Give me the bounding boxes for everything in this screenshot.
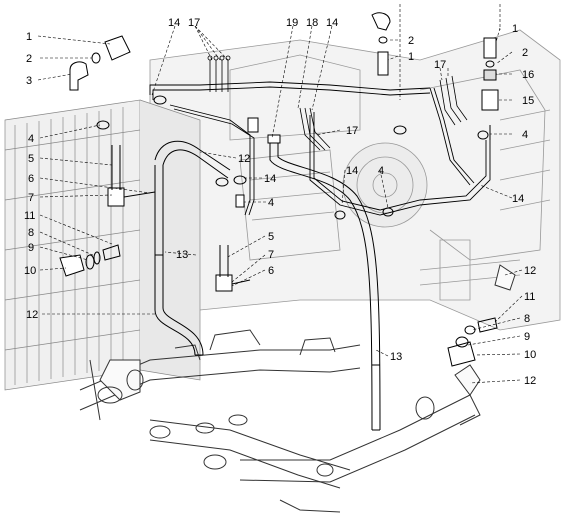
callout-10-right: 10: [524, 349, 536, 361]
callout-14-top: 14: [168, 17, 180, 29]
callout-12-right: 12: [524, 265, 536, 277]
callout-4-left: 4: [28, 133, 34, 145]
callout-12-right-b: 12: [524, 375, 536, 387]
bracket-center: [215, 245, 251, 292]
connector-right: [447, 317, 498, 367]
callout-labels: 1 2 3 14 17 19 18 14 2 1 1 2 16 15 4 4 5…: [24, 17, 536, 387]
callout-17-center: 17: [346, 125, 358, 137]
callout-18-top: 18: [306, 17, 318, 29]
connector-left: [59, 244, 121, 277]
callout-15-top-right: 15: [522, 95, 534, 107]
callout-16-top-right: 16: [522, 69, 534, 81]
tube-clamps: [96, 95, 489, 220]
callout-11-right: 11: [524, 291, 535, 303]
leader-lines: [37, 4, 523, 384]
callout-7-center: 7: [268, 249, 274, 261]
callout-14-top-b: 14: [326, 17, 338, 29]
engine-block: [149, 29, 561, 331]
callout-7-left: 7: [28, 192, 34, 204]
fitting-detail-top-mid: [371, 12, 391, 76]
callout-4-center: 4: [268, 197, 274, 209]
callout-19-top: 19: [286, 17, 298, 29]
callout-14-center: 14: [264, 173, 276, 185]
coolant-pipes: [79, 264, 516, 513]
callout-6-center: 6: [268, 265, 274, 277]
callout-11-left: 11: [24, 210, 35, 222]
hose-13: [154, 140, 231, 356]
callout-1-top-mid: 1: [408, 51, 414, 63]
callout-8-left: 8: [28, 227, 34, 239]
callout-9-left: 9: [28, 242, 34, 254]
callout-14-right: 14: [512, 193, 524, 205]
callout-12-center: 12: [238, 153, 250, 165]
fitting-detail-top-right: [481, 37, 499, 140]
callout-2-top-left: 2: [26, 53, 32, 65]
callout-14-mid: 14: [346, 165, 358, 177]
callout-10-left: 10: [24, 265, 36, 277]
callout-8-right: 8: [524, 313, 530, 325]
callout-4-mid: 4: [378, 165, 384, 177]
radiator: [4, 99, 201, 391]
callout-13-bottom: 13: [390, 351, 402, 363]
callout-9-right: 9: [524, 331, 530, 343]
callout-1-top-right: 1: [512, 23, 518, 35]
callout-12-left: 12: [26, 309, 38, 321]
tubes-14: [149, 81, 491, 216]
callout-13-center: 13: [176, 249, 188, 261]
callout-2-top-right: 2: [522, 47, 528, 59]
callout-6-left: 6: [28, 173, 34, 185]
callout-2-top-mid: 2: [408, 35, 414, 47]
callout-17-top: 17: [188, 17, 200, 29]
callout-17-right: 17: [434, 59, 446, 71]
callout-4-top-right: 4: [522, 129, 528, 141]
harness-17: [207, 55, 468, 151]
fitting-detail-top-left: [69, 35, 131, 91]
callout-5-center: 5: [268, 231, 274, 243]
callout-1-top-left: 1: [26, 31, 32, 43]
callout-3-top-left: 3: [26, 75, 32, 87]
callout-5-left: 5: [28, 153, 34, 165]
